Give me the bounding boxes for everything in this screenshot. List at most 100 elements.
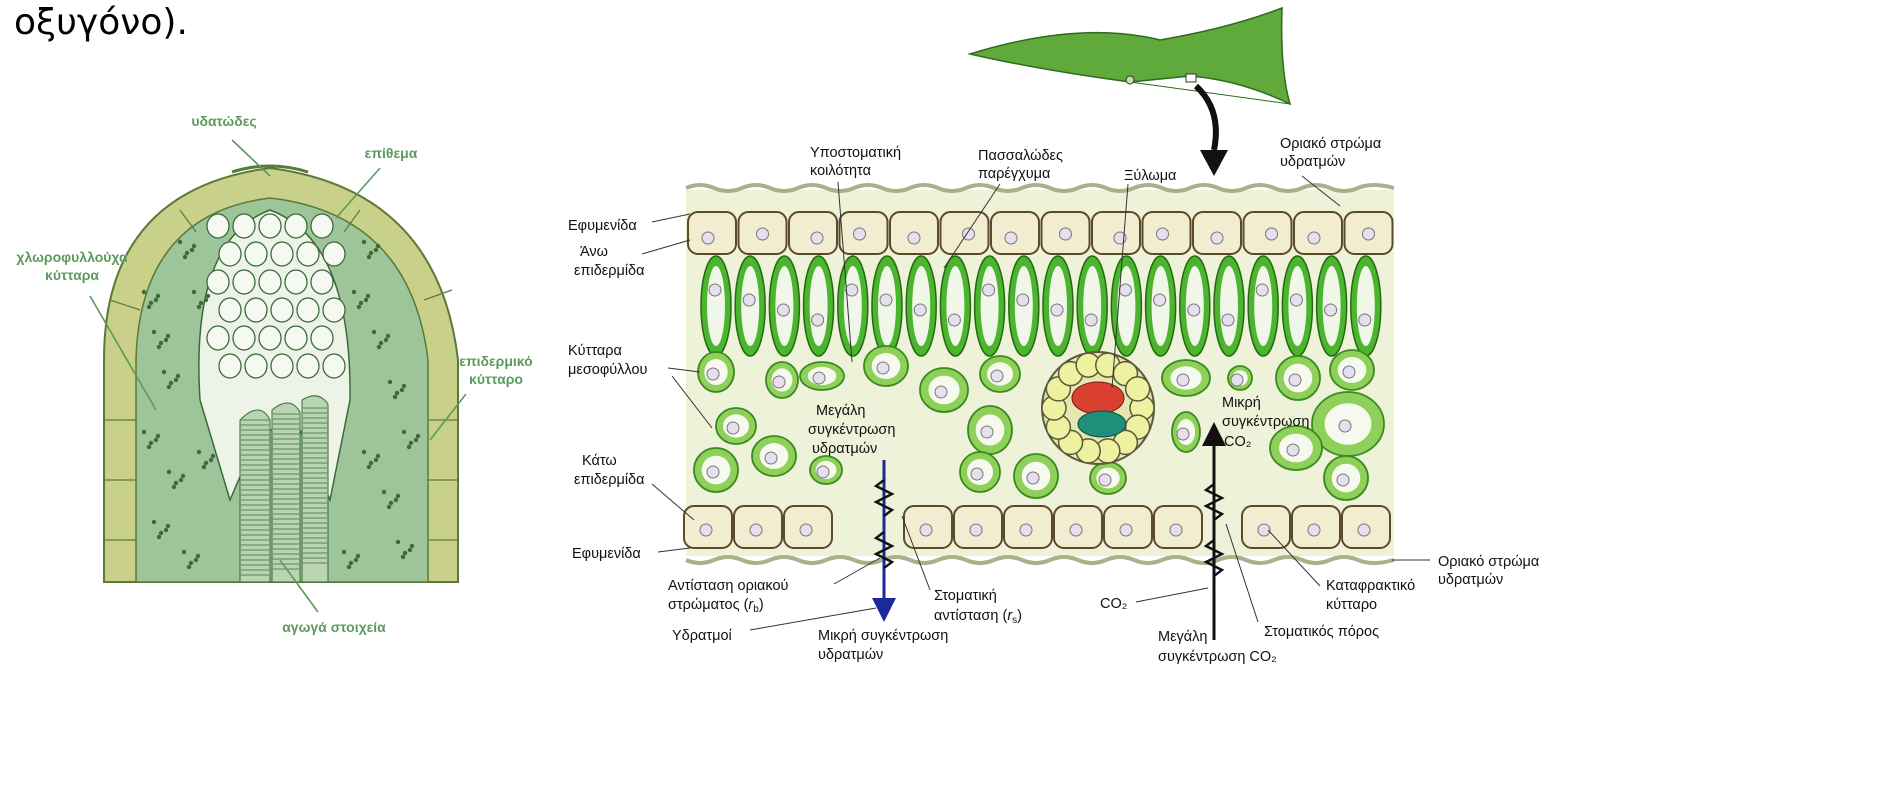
nucleus: [1337, 474, 1349, 486]
leaf-section-diagram: Εφυμενίδα Άνω επιδερμίδα Υποστοματική κο…: [568, 8, 1539, 665]
chloroplast-dot: [395, 391, 399, 395]
chloroplast-dot: [352, 290, 356, 294]
nucleus: [1222, 314, 1234, 326]
epithem-cell: [285, 214, 307, 238]
epithem-cell: [311, 326, 333, 350]
nucleus: [1339, 420, 1351, 432]
nucleus: [948, 314, 960, 326]
chloroplast-dot: [147, 445, 151, 449]
nucleus: [800, 524, 812, 536]
epithem-cell: [259, 270, 281, 294]
label-conducting-elements: αγωγά στοιχεία: [282, 619, 386, 635]
palisade-vacuole: [844, 266, 862, 346]
label-lower-epidermis-2: επιδερμίδα: [574, 472, 645, 488]
chloroplast-dot: [357, 305, 361, 309]
label-boundary-bottom-1: Οριακό στρώμα: [1438, 554, 1539, 570]
nucleus: [1060, 228, 1072, 240]
nucleus: [1363, 228, 1375, 240]
chloroplast-dot: [162, 370, 166, 374]
epithem-cell: [323, 242, 345, 266]
chloroplast-dot: [172, 485, 176, 489]
epithem-cell: [271, 298, 293, 322]
chloroplast-dot: [349, 561, 353, 565]
label-boundary-top-2: υδρατμών: [1280, 154, 1345, 170]
epithem-cell: [297, 354, 319, 378]
nucleus: [1308, 524, 1320, 536]
chloroplast-dot: [414, 438, 418, 442]
chloroplast-dot: [147, 305, 151, 309]
chloroplast-dot: [389, 501, 393, 505]
label-upper-epidermis-2: επιδερμίδα: [574, 263, 645, 279]
chloroplast-dot: [179, 478, 183, 482]
chloroplast-dot: [347, 565, 351, 569]
chloroplast-dot: [387, 505, 391, 509]
label-stomatal-resistance-2-text: αντίσταση (: [934, 608, 1007, 624]
nucleus: [1070, 524, 1082, 536]
label-palisade-2: παρέγχυμα: [978, 166, 1050, 182]
nucleus: [1358, 524, 1370, 536]
nucleus: [702, 232, 714, 244]
nucleus: [1120, 524, 1132, 536]
nucleus: [1256, 284, 1268, 296]
chloroplast-dot: [156, 294, 160, 298]
label-low-co2-formula: CO₂: [1224, 434, 1251, 450]
label-boundary-resistance-2-text: στρώματος (: [668, 597, 749, 613]
label-high-co2-2: συγκέντρωση CO₂: [1158, 649, 1277, 665]
figure-canvas: υδατώδες επίθεμα χλωροφυλλούχα κύτταρα ε…: [0, 0, 1568, 670]
label-hydathode: υδατώδες: [191, 113, 256, 129]
epithem-cell: [233, 326, 255, 350]
palisade-vacuole: [1357, 266, 1375, 346]
chloroplast-dot: [377, 345, 381, 349]
chloroplast-dot: [166, 334, 170, 338]
label-boundary-resistance-1: Αντίσταση οριακού: [668, 578, 789, 594]
bundle-sheath-cell: [1126, 377, 1150, 401]
label-stomatal-pore: Στοματικός πόρος: [1264, 624, 1379, 640]
chloroplast-dot: [182, 550, 186, 554]
label-epidermal-cell-2: κύτταρο: [469, 371, 523, 387]
nucleus: [1343, 366, 1355, 378]
chloroplast-dot: [369, 461, 373, 465]
epithem-cell: [297, 298, 319, 322]
epithem-cell: [323, 298, 345, 322]
nucleus: [1005, 232, 1017, 244]
chloroplast-dot: [374, 248, 378, 252]
chloroplast-dot: [379, 341, 383, 345]
chloroplast-dot: [166, 524, 170, 528]
nucleus: [813, 372, 825, 384]
palisade-vacuole: [707, 266, 725, 346]
chloroplast-dot: [364, 298, 368, 302]
nucleus: [1325, 304, 1337, 316]
nucleus: [743, 294, 755, 306]
chloroplast-dot: [204, 461, 208, 465]
chloroplast-dot: [154, 298, 158, 302]
nucleus: [1085, 314, 1097, 326]
label-mesophyll-2: μεσοφύλλου: [568, 362, 648, 378]
chloroplast-dot: [374, 458, 378, 462]
chloroplast-dot: [152, 520, 156, 524]
chloroplast-dot: [384, 338, 388, 342]
label-lower-epidermis-1: Κάτω: [582, 453, 617, 469]
epithem-cell: [285, 326, 307, 350]
label-xylem: Ξύλωμα: [1124, 168, 1176, 184]
chloroplast-dot: [197, 450, 201, 454]
label-chlorophyll-cells-1: χλωροφυλλούχα: [16, 249, 128, 265]
hydathode-diagram: υδατώδες επίθεμα χλωροφυλλούχα κύτταρα ε…: [16, 113, 532, 635]
epithem-cell: [245, 242, 267, 266]
nucleus: [991, 370, 1003, 382]
chloroplast-dot: [362, 450, 366, 454]
chloroplast-dot: [169, 381, 173, 385]
chloroplast-dot: [356, 554, 360, 558]
nucleus: [707, 368, 719, 380]
label-stomatal-resistance-1: Στοματική: [934, 588, 997, 604]
epithem-cell: [311, 214, 333, 238]
palisade-vacuole: [946, 266, 964, 346]
chloroplast-dot: [409, 441, 413, 445]
chloroplast-dot: [190, 248, 194, 252]
chloroplast-dot: [408, 548, 412, 552]
label-guard-cell-1: Καταφρακτικό: [1326, 578, 1415, 594]
chloroplast-dot: [388, 380, 392, 384]
nucleus: [1020, 524, 1032, 536]
epithem-cell: [233, 270, 255, 294]
vascular-bundle: [1042, 352, 1154, 464]
chloroplast-dot: [196, 554, 200, 558]
